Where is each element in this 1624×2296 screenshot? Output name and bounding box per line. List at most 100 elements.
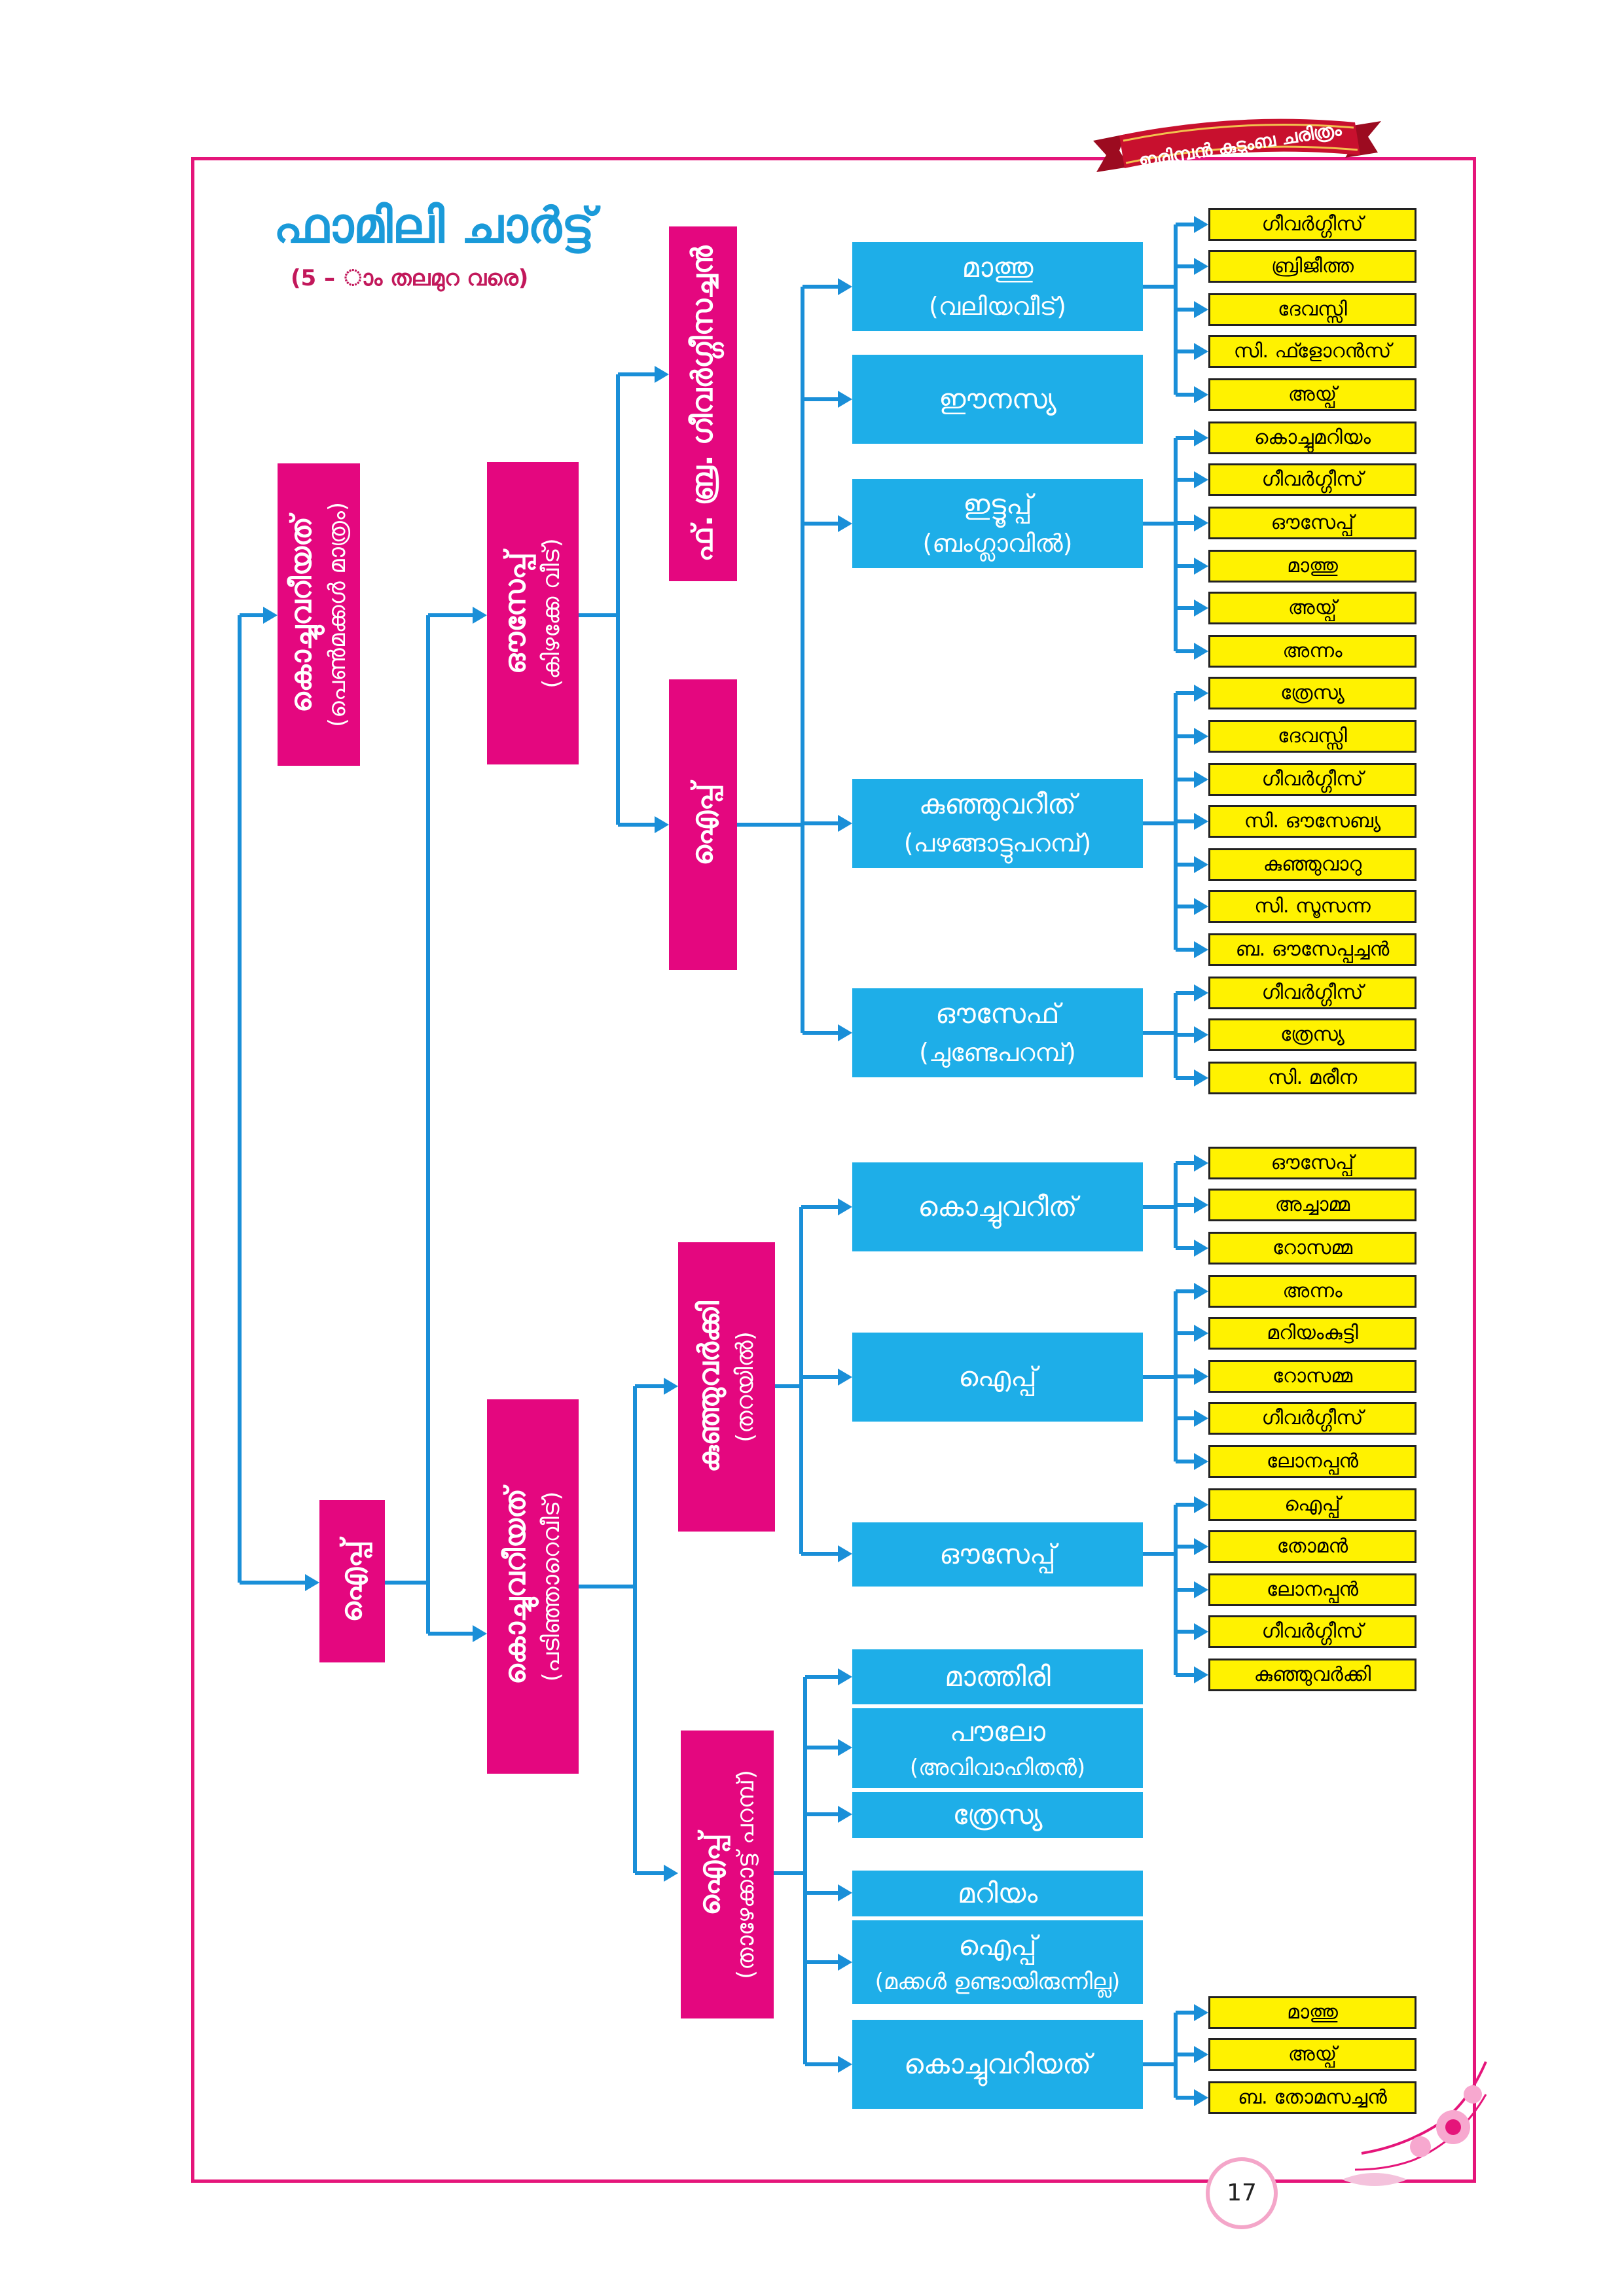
arrowhead	[1194, 1155, 1208, 1172]
arrowhead	[1194, 2004, 1208, 2021]
gen5-node: ഗീവർഗ്ഗീസ്	[1208, 1402, 1416, 1435]
gen4-node-paulo: പൗലോ (അവിവാഹിതൻ)	[852, 1708, 1143, 1788]
arrowhead	[1194, 1453, 1208, 1470]
node-name: ഐപ്പ്	[686, 783, 719, 866]
arrowhead	[473, 1625, 487, 1642]
arrowhead	[1194, 2046, 1208, 2063]
gen5-node: അന്നം	[1208, 1275, 1416, 1308]
arrowhead	[664, 1378, 678, 1395]
gen5-node: ഐപ്പ്	[1208, 1488, 1416, 1521]
arrowhead	[838, 1884, 852, 1901]
arrowhead	[1194, 728, 1208, 745]
gen5-node: സി. ഫ്ളോറൻസ്	[1208, 335, 1416, 368]
gen5-node: മറിയംകുട്ടി	[1208, 1317, 1416, 1350]
node-name: പൗലോ	[950, 1715, 1045, 1748]
node-name: കൊച്ചുവറീത്	[918, 1191, 1077, 1223]
arrowhead	[655, 816, 669, 833]
gen5-node: അയ്പ്	[1208, 592, 1416, 624]
arrowhead	[1194, 1283, 1208, 1300]
node-name: ഐപ്പ്	[693, 1833, 727, 1916]
arrowhead	[838, 1198, 852, 1215]
arrowhead	[1194, 1240, 1208, 1257]
arrowhead	[1194, 1410, 1208, 1427]
gen1-node-aipp: ഐപ്പ്	[319, 1500, 385, 1662]
arrowhead	[1194, 471, 1208, 488]
gen5-node: തോമൻ	[1208, 1530, 1416, 1563]
arrowhead	[1194, 1196, 1208, 1213]
node-name: മാത്തിരി	[945, 1660, 1051, 1693]
gen5-node: ബ്രിജീത്ത	[1208, 250, 1416, 283]
gen4-node-aipp-childless: ഐപ്പ് (മക്കൾ ഉണ്ടായിരുന്നില്ല)	[852, 1920, 1143, 2004]
gen4-node-ousef: ഔസേഫ് (ചുണ്ടേപറമ്പ്)	[852, 988, 1143, 1077]
gen5-node: ഗീവർഗ്ഗീസ്	[1208, 463, 1416, 496]
gen5-node: ഗീവർഗ്ഗീസ്	[1208, 763, 1416, 796]
arrowhead	[1194, 1581, 1208, 1598]
gen3-node-kunjuvarkey: കുഞ്ഞുവർക്കി (തറയിൽ)	[678, 1242, 775, 1532]
node-note: (താഴേക്കാട്ട് പറമ്പ്)	[732, 1770, 759, 1979]
arrowhead	[1194, 856, 1208, 873]
node-note: (തറയിൽ)	[732, 1331, 759, 1443]
title-ribbon: ഇരിമ്പൻ കുടുംബ ചരിത്രം	[1093, 118, 1381, 172]
gen3-node-geevargheesachan: ഫ്. ബ്ര. ഗീവർഗ്ഗീസച്ചൻ	[669, 226, 737, 581]
arrowhead	[305, 1574, 319, 1591]
gen4-node-kochuvariyath: കൊച്ചുവറിയത്	[852, 2020, 1143, 2109]
gen4-node-kunjuvareeth: കുഞ്ഞുവറീത് (പഴങ്ങാട്ടുപറമ്പ്)	[852, 779, 1143, 868]
arrowhead	[1194, 343, 1208, 360]
arrowhead	[1194, 1325, 1208, 1342]
node-name: ഈനസ്യ	[939, 383, 1056, 415]
arrowhead	[664, 1865, 678, 1882]
gen5-node: അയ്പ്	[1208, 378, 1416, 411]
chart-title: ഫാമിലി ചാർട്ട്	[274, 198, 594, 254]
gen5-node: സി. സൂസന്ന	[1208, 890, 1416, 923]
node-name: ത്രേസ്യ	[952, 1799, 1043, 1831]
arrowhead	[1194, 386, 1208, 403]
gen4-node-thresia: ത്രേസ്യ	[852, 1792, 1143, 1838]
node-note: (പഴങ്ങാട്ടുപറമ്പ്)	[903, 829, 1092, 857]
arrowhead	[1194, 1026, 1208, 1043]
node-name: ഔസേഫ്	[935, 997, 1060, 1030]
arrowhead	[838, 391, 852, 408]
arrowhead	[1194, 813, 1208, 830]
gen5-node: ദേവസ്സി	[1208, 293, 1416, 326]
arrowhead	[1194, 600, 1208, 617]
gen5-node: ഔസേപ്പ്	[1208, 507, 1416, 539]
node-name: മാത്തു	[962, 251, 1034, 283]
arrowhead	[1194, 514, 1208, 531]
gen2-node-kochuvareeyath: കൊച്ചുവറീയത് (പടിഞ്ഞാറെവീട്)	[487, 1399, 579, 1774]
gen4-node-mariyam: മറിയം	[852, 1871, 1143, 1916]
gen5-node: ദേവസ്സി	[1208, 720, 1416, 753]
arrowhead	[1194, 643, 1208, 660]
gen4-node-mathiri: മാത്തിരി	[852, 1649, 1143, 1704]
gen5-node: സി. മരീന	[1208, 1062, 1416, 1094]
arrowhead	[838, 278, 852, 295]
arrowhead	[838, 1739, 852, 1756]
arrowhead	[838, 1954, 852, 1971]
node-name: ഫ്. ബ്ര. ഗീവർഗ്ഗീസച്ചൻ	[686, 245, 719, 562]
gen5-node: ബ. തോമസച്ചൻ	[1208, 2081, 1416, 2114]
arrowhead	[1194, 558, 1208, 575]
arrowhead	[1194, 984, 1208, 1001]
node-name: കൊച്ചുവറിയത്	[903, 2048, 1092, 2080]
gen5-node: അയ്പ്	[1208, 2038, 1416, 2071]
node-note: (പെൺമക്കൾ മാത്രം)	[324, 501, 351, 728]
arrowhead	[1194, 685, 1208, 702]
page-border	[191, 157, 1476, 2183]
arrowhead	[473, 607, 487, 624]
node-name: ഐപ്പ്	[335, 1540, 369, 1623]
gen5-node: അന്നം	[1208, 635, 1416, 668]
gen5-node: കുഞ്ഞുവർക്കി	[1208, 1659, 1416, 1691]
node-note: (പടിഞ്ഞാറെവീട്)	[538, 1491, 565, 1682]
arrowhead	[1194, 258, 1208, 275]
gen1-node-kochuvareeyath: കൊച്ചുവറീയത് (പെൺമക്കൾ മാത്രം)	[278, 463, 360, 766]
gen5-node: മാത്തു	[1208, 550, 1416, 583]
gen5-node: ത്രേസ്യ	[1208, 1018, 1416, 1051]
arrowhead	[263, 607, 278, 624]
arrowhead	[838, 1545, 852, 1562]
arrowhead	[1194, 1069, 1208, 1086]
gen2-node-ouseph: ഔസേപ്പ് (കിഴക്കേ വീട്)	[487, 462, 579, 764]
arrowhead	[1194, 898, 1208, 915]
arrowhead	[655, 366, 669, 383]
gen5-node: ലോനപ്പൻ	[1208, 1573, 1416, 1606]
node-name: ഐപ്പ്	[958, 1361, 1037, 1393]
